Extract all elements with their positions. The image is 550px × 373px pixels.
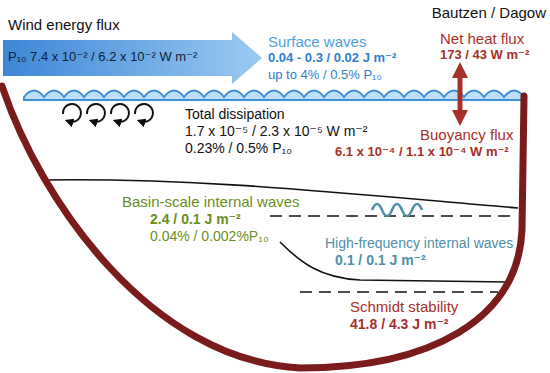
percent-value: 0.23% / 0.5% P₁₀ (185, 140, 292, 156)
energy-value: 2.4 / 0.1 J m⁻² (150, 211, 241, 227)
percent-value: up to 4% / 0.5% P₁₀ (268, 68, 382, 83)
energy-value: 41.8 / 4.3 J m⁻² (350, 316, 448, 332)
process-name: Basin-scale internal waves (122, 193, 300, 210)
internal-wave-squiggle (372, 204, 422, 216)
heat-flux-arrow (458, 70, 463, 118)
dashed-isotherm (270, 215, 516, 217)
arrow-heading: Wind energy flux (8, 16, 120, 33)
eddy-symbols (63, 104, 153, 122)
eddy-arrow (63, 104, 81, 122)
flux-value: 1.7 x 10⁻⁵ / 2.3 x 10⁻⁵ W m⁻² (185, 123, 367, 139)
energy-value: 0.1 / 0.1 J m⁻² (335, 252, 426, 268)
wind-arrow: Wind energy fluxP₁₀ 7.4 x 10⁻² / 6.2 x 1… (0, 14, 266, 88)
eddy-arrow (111, 104, 129, 122)
arrow-body (3, 32, 262, 84)
surface-wave-line (24, 91, 524, 101)
process-name: High-frequency internal waves (325, 235, 513, 251)
lake-basin (2, 86, 524, 368)
process-name: Total dissipation (185, 106, 285, 122)
process-name: Buoyancy flux (420, 126, 513, 143)
dashed-isotherm (300, 291, 498, 293)
percent-value: 0.04% / 0.002%P₁₀ (150, 228, 269, 244)
site-title: Bautzen / Dagow (432, 4, 546, 21)
eddy-arrow (135, 104, 153, 122)
flux-value: 173 / 43 W m⁻² (440, 48, 529, 63)
process-name: Net heat flux (440, 30, 524, 47)
process-name: Surface waves (268, 33, 366, 50)
flux-value: P₁₀ 7.4 x 10⁻² / 6.2 x 10⁻² W m⁻² (8, 50, 197, 65)
energy-value: 0.04 - 0.3 / 0.02 J m⁻² (268, 51, 396, 66)
eddy-arrow (87, 104, 105, 122)
process-name: Schmidt stability (350, 298, 458, 315)
flux-value: 6.1 x 10⁻⁴ / 1.1 x 10⁻⁴ W m⁻² (335, 145, 509, 160)
